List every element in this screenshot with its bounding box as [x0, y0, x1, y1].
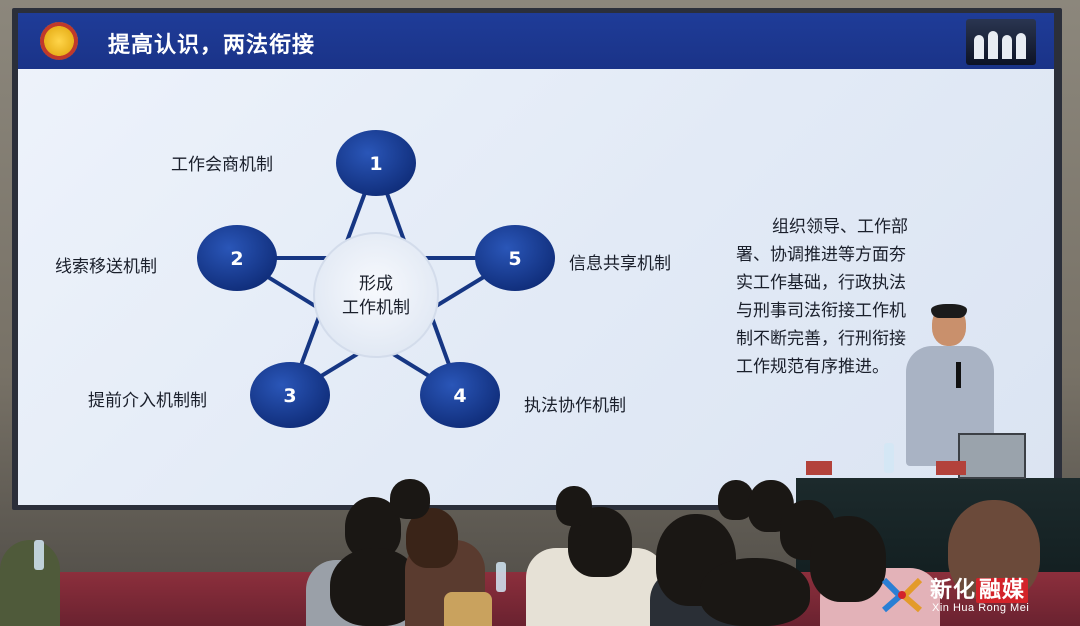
audience-head [810, 516, 886, 602]
audience-head [556, 486, 592, 526]
node-3: 3 [250, 362, 330, 428]
audience-head [390, 479, 430, 519]
side-text-line: 组织领导、工作部 [772, 217, 908, 237]
watermark-mark-icon [881, 577, 923, 613]
microphone-icon [956, 362, 961, 388]
side-text-line: 实工作基础，行政执法 [736, 273, 906, 293]
police-emblem-icon [40, 22, 78, 60]
audience-member [0, 540, 60, 626]
node-1-number: 1 [369, 153, 382, 175]
laptop-icon [958, 433, 1026, 479]
water-bottle [884, 443, 894, 473]
watermark-logo: 新化融媒 Xin Hua Rong Mei [880, 570, 1070, 620]
side-text-line: 与刑事司法衔接工作机 [736, 301, 906, 321]
node-4-label: 执法协作机制 [524, 396, 626, 416]
node-4-number: 4 [453, 385, 466, 407]
water-bottle [496, 562, 506, 592]
node-3-label: 提前介入机制制 [88, 391, 207, 411]
node-5-number: 5 [508, 248, 521, 270]
center-label-line1: 形成 [359, 274, 393, 294]
node-5-label: 信息共享机制 [569, 254, 671, 274]
side-text-line: 制不断完善，行刑衔接 [736, 329, 906, 349]
speaker-hair [931, 304, 967, 318]
watermark-highlight: 融媒 [976, 578, 1029, 603]
node-1: 1 [336, 130, 416, 196]
slide-header: 提高认识，两法衔接 [18, 13, 1054, 69]
side-text-line: 署、协调推进等方面夯 [736, 245, 906, 265]
water-bottle [34, 540, 44, 570]
node-1-label: 工作会商机制 [171, 155, 273, 175]
projection-screen: 提高认识，两法衔接 形成 工作机制 [18, 13, 1054, 505]
center-label-line2: 工作机制 [342, 298, 410, 318]
center-circle [313, 232, 439, 358]
slide-title: 提高认识，两法衔接 [108, 33, 316, 58]
watermark-english: Xin Hua Rong Mei [932, 602, 1030, 614]
node-2-label: 线索移送机制 [55, 257, 157, 277]
watermark-chinese: 新化融媒 [930, 572, 1029, 604]
node-2-number: 2 [230, 248, 243, 270]
side-text-line: 工作规范有序推进。 [736, 357, 889, 377]
node-4: 4 [420, 362, 500, 428]
chair [444, 592, 492, 626]
watermark-prefix: 新化 [930, 578, 977, 603]
police-team-logo-icon [966, 19, 1036, 65]
nameplate [936, 461, 966, 475]
audience-head [700, 558, 810, 626]
node-2: 2 [197, 225, 277, 291]
nameplate [806, 461, 832, 475]
slide-side-text: 组织领导、工作部 署、协调推进等方面夯 实工作基础，行政执法 与刑事司法衔接工作… [736, 213, 986, 381]
star-diagram: 形成 工作机制 1 2 5 3 4 [197, 130, 555, 428]
node-5: 5 [475, 225, 555, 291]
node-3-number: 3 [283, 385, 296, 407]
